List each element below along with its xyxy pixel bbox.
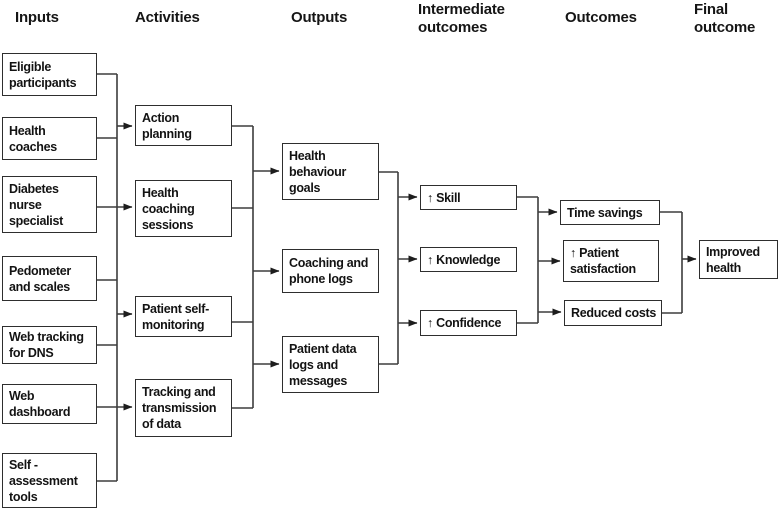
node-web-tracking-for-dns: Web tracking for DNS	[2, 326, 97, 364]
node-time-savings: Time savings	[560, 200, 660, 225]
column-header-outputs: Outputs	[291, 9, 348, 26]
node-coaching-and-phone-logs: Coaching and phone logs	[282, 249, 379, 293]
node-increased-knowledge: ↑ Knowledge	[420, 247, 517, 272]
node-health-coaches: Health coaches	[2, 117, 97, 160]
node-increased-confidence: ↑ Confidence	[420, 310, 517, 336]
node-eligible-participants: Eligible participants	[2, 53, 97, 96]
node-self-assessment-tools: Self - assessment tools	[2, 453, 97, 508]
column-header-inputs: Inputs	[15, 9, 59, 26]
node-web-dashboard: Web dashboard	[2, 384, 97, 424]
column-header-final-outcome: Final outcome	[694, 1, 756, 36]
node-patient-self-monitoring: Patient self- monitoring	[135, 296, 232, 337]
column-header-outcomes: Outcomes	[565, 9, 637, 26]
node-increased-skill: ↑ Skill	[420, 185, 517, 210]
column-header-activities: Activities	[135, 9, 200, 26]
node-reduced-costs: Reduced costs	[564, 300, 662, 326]
node-health-behaviour-goals: Health behaviour goals	[282, 143, 379, 200]
node-diabetes-nurse-specialist: Diabetes nurse specialist	[2, 176, 97, 233]
node-health-coaching-sessions: Health coaching sessions	[135, 180, 232, 237]
node-patient-data-logs-and-messages: Patient data logs and messages	[282, 336, 379, 393]
column-header-intermediate-outcomes: Intermediate outcomes	[418, 1, 505, 36]
node-action-planning: Action planning	[135, 105, 232, 146]
node-tracking-and-transmission-of-data: Tracking and transmission of data	[135, 379, 232, 437]
node-improved-health: Improved health	[699, 240, 778, 279]
node-pedometer-and-scales: Pedometer and scales	[2, 256, 97, 301]
node-increased-patient-satisfaction: ↑ Patient satisfaction	[563, 240, 659, 282]
